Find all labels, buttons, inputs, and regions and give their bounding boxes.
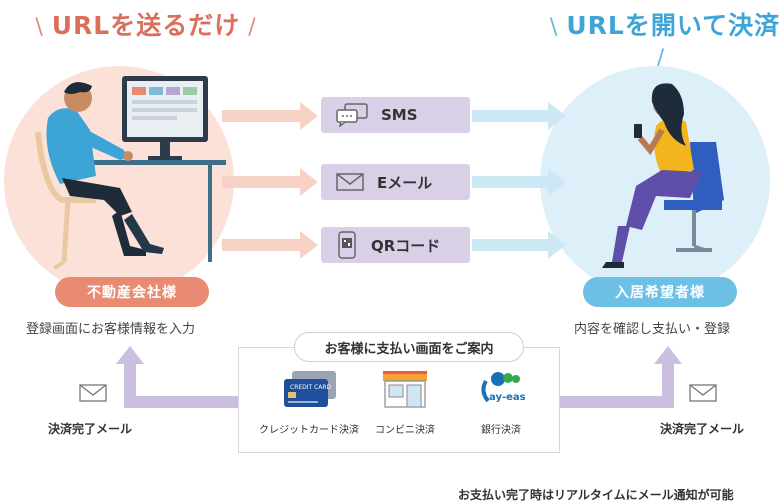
woman-with-phone-illustration — [602, 83, 724, 268]
credit-card-icon: CREDIT CARD — [284, 371, 336, 407]
channel-email: Eメール — [321, 164, 470, 200]
completion-arrows — [116, 346, 682, 408]
receiver-label: 入居希望者様 — [583, 277, 737, 307]
headline-right: \ URLを開いて決済 / — [540, 6, 782, 71]
decor-slash: \ — [549, 15, 559, 40]
envelope-icon — [689, 384, 717, 402]
payment-bank: ay-easy 銀行決済 — [466, 369, 536, 436]
decor-slash: / — [248, 15, 257, 40]
sms-chat-icon — [336, 103, 368, 127]
receive-arrows — [472, 102, 566, 259]
channel-email-label: Eメール — [377, 173, 433, 192]
channel-sms-label: SMS — [381, 106, 418, 124]
payment-credit-card-label: クレジットカード決済 — [259, 425, 359, 436]
envelope-icon — [79, 384, 107, 402]
envelope-icon — [336, 173, 364, 191]
decor-slash: / — [656, 46, 666, 71]
headline-left: \ URLを送るだけ / — [20, 6, 272, 42]
payment-convenience-label: コンビニ決済 — [375, 425, 435, 436]
headline-left-text: URLを送るだけ — [51, 11, 241, 40]
payment-bank-label: 銀行決済 — [481, 425, 521, 436]
footer-note: お支払い完了時はリアルタイムにメール通知が可能 — [458, 488, 734, 502]
channel-qr-label: QRコード — [371, 236, 441, 255]
channel-qr: QRコード — [321, 227, 470, 263]
qr-phone-icon — [338, 231, 356, 259]
receiver-caption: 内容を確認し支払い・登録 — [574, 322, 731, 337]
convenience-store-icon — [383, 371, 427, 408]
completion-mail-right-label: 決済完了メール — [660, 422, 745, 436]
person-at-computer-illustration — [35, 76, 226, 270]
payeasy-text: ay-easy — [489, 392, 526, 403]
payment-credit-card: CREDIT CARD クレジットカード決済 — [250, 369, 368, 436]
payment-guide-title: お客様に支払い画面をご案内 — [294, 332, 524, 362]
pay-easy-logo: ay-easy — [481, 372, 533, 403]
sender-label: 不動産会社様 — [55, 277, 209, 307]
credit-card-text: CREDIT CARD — [290, 384, 332, 391]
channel-sms: SMS — [321, 97, 470, 133]
headline-right-text: URLを開いて決済 — [566, 11, 781, 40]
sender-caption: 登録画面にお客様情報を入力 — [26, 322, 196, 337]
payment-convenience: コンビニ決済 — [370, 369, 440, 436]
decor-slash: \ — [35, 15, 44, 40]
completion-mail-left-label: 決済完了メール — [48, 422, 133, 436]
send-arrows — [222, 102, 318, 259]
